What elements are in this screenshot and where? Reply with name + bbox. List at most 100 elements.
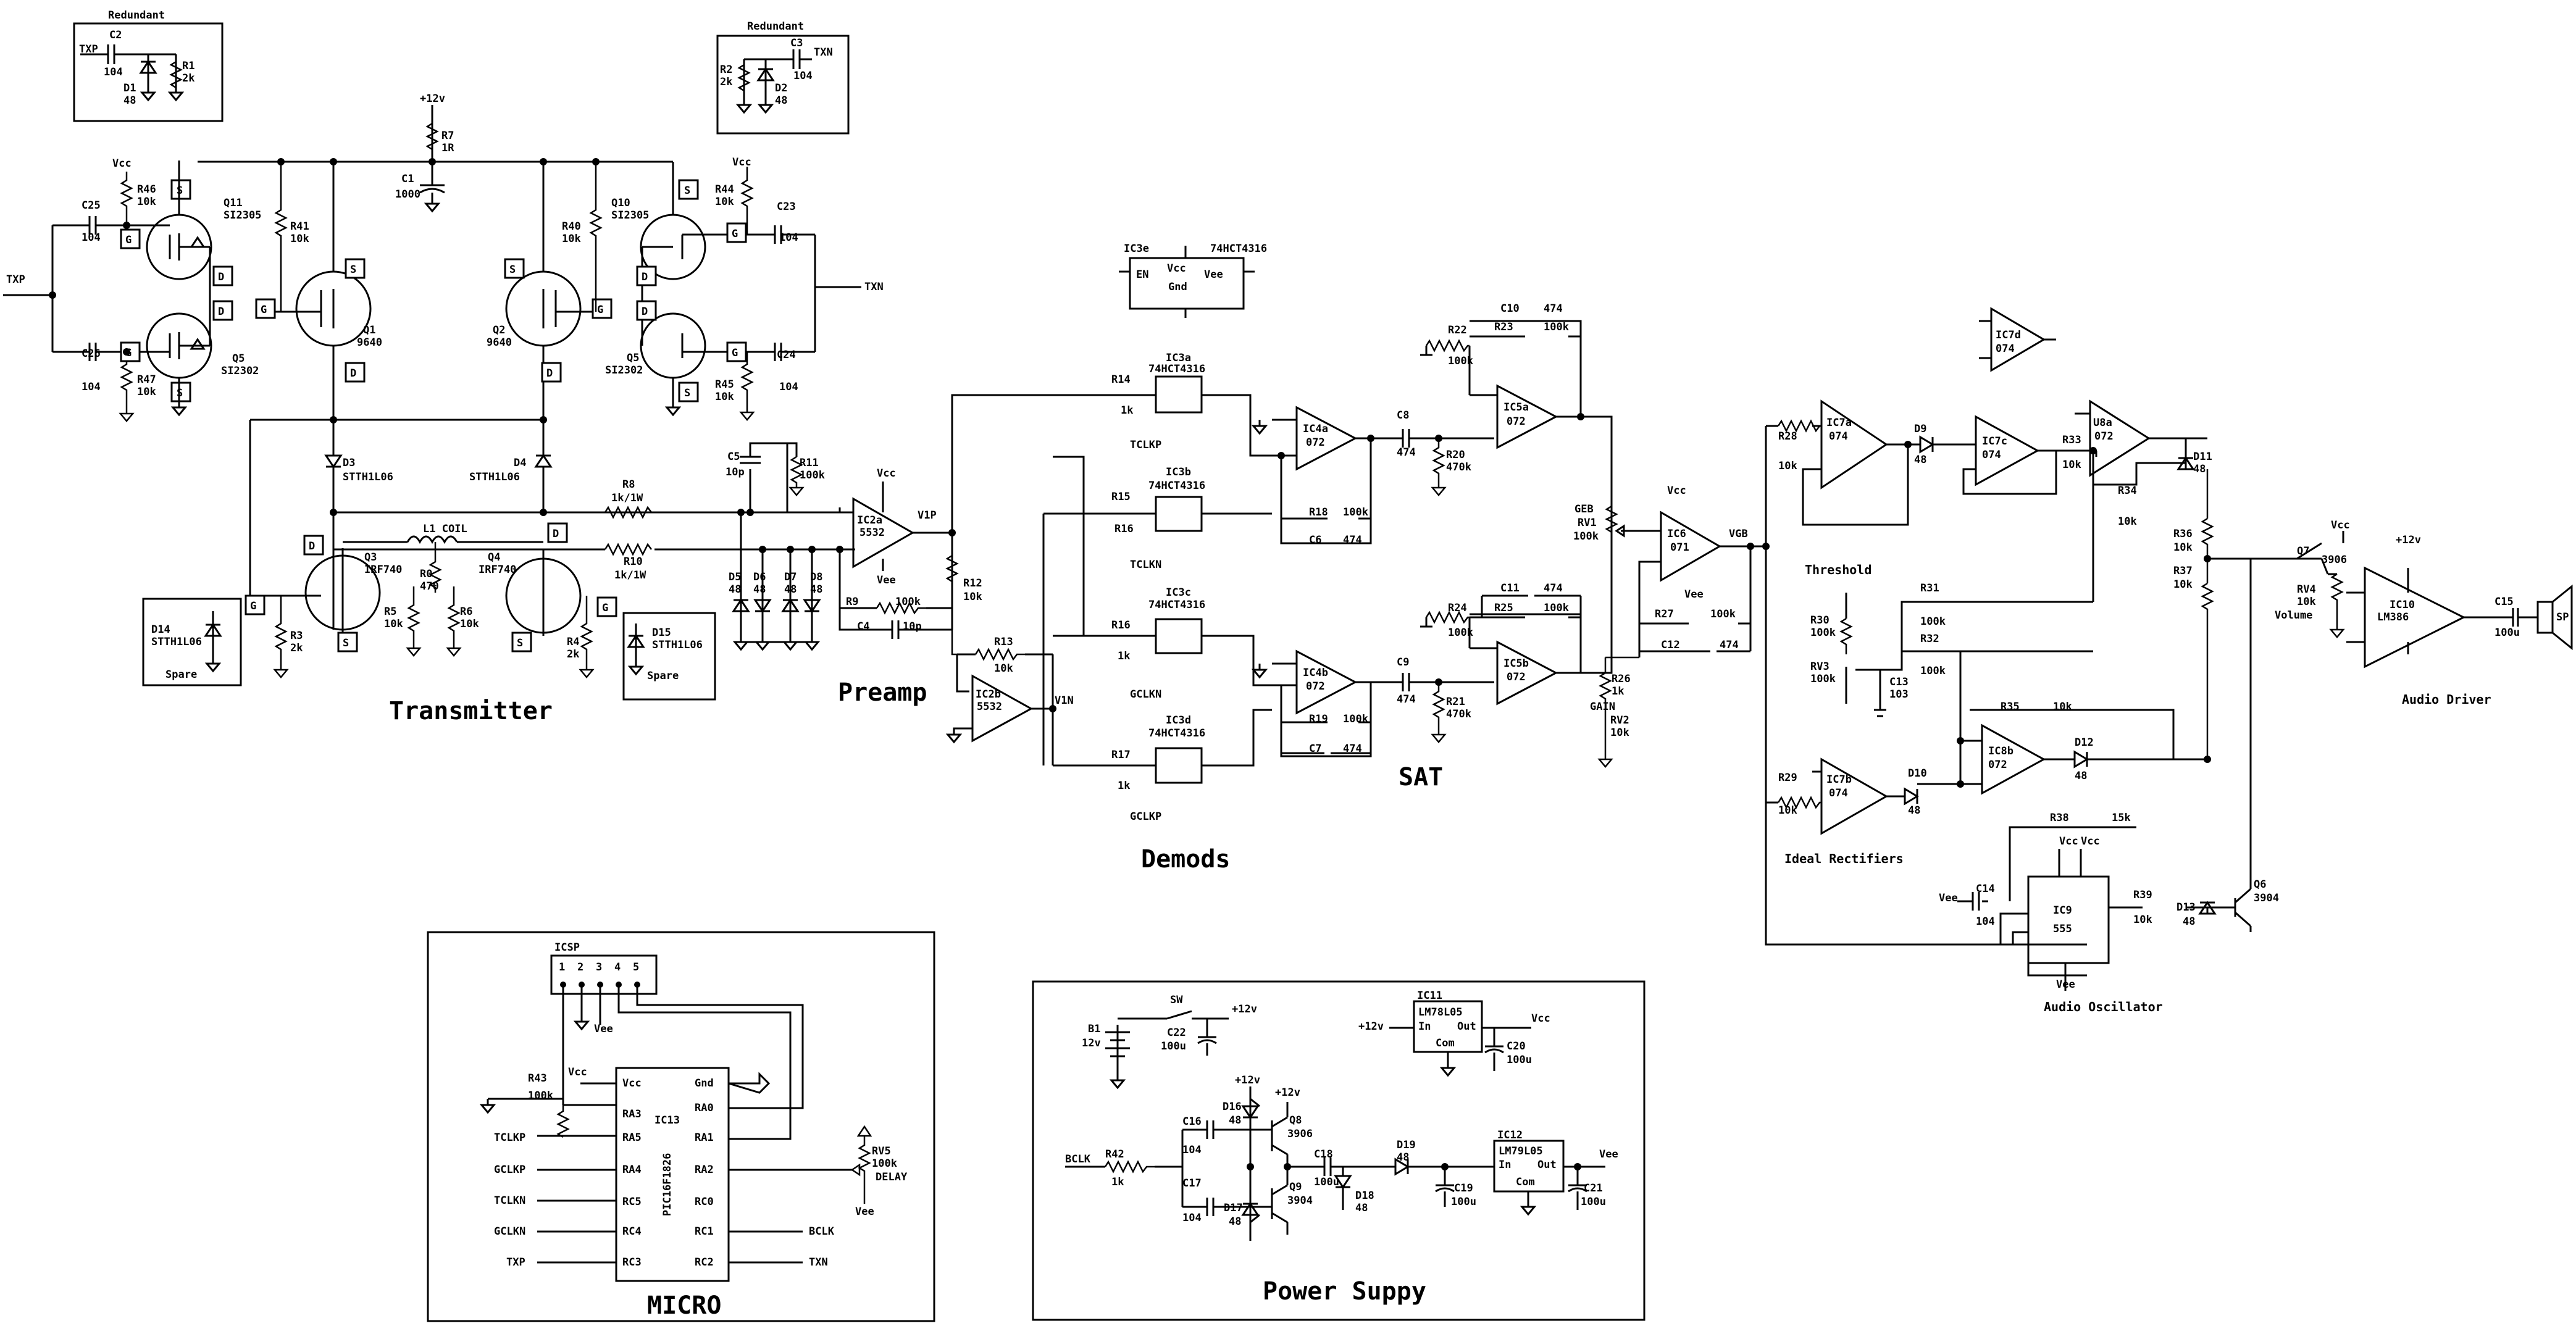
svg-text:48: 48	[1914, 454, 1926, 466]
svg-text:In: In	[1499, 1159, 1511, 1171]
svg-text:1k: 1k	[1118, 650, 1130, 662]
svg-text:PIC16F1826: PIC16F1826	[661, 1153, 674, 1216]
svg-text:D: D	[546, 367, 553, 380]
svg-text:IC7a: IC7a	[1826, 417, 1852, 429]
svg-text:15k: 15k	[2112, 812, 2131, 824]
svg-text:Vee: Vee	[594, 1023, 613, 1035]
svg-text:IC5a: IC5a	[1503, 401, 1529, 414]
svg-text:10k: 10k	[290, 233, 309, 245]
svg-text:48: 48	[2183, 915, 2195, 928]
svg-text:IC8b: IC8b	[1988, 745, 2014, 757]
svg-text:IC3e: IC3e	[1124, 243, 1149, 255]
svg-text:2k: 2k	[290, 642, 303, 654]
svg-text:IC9: IC9	[2053, 904, 2072, 917]
svg-text:Vee: Vee	[1204, 269, 1223, 281]
svg-text:074: 074	[1996, 343, 2015, 355]
svg-text:10k: 10k	[715, 391, 734, 403]
svg-text:LM79L05: LM79L05	[1499, 1145, 1543, 1157]
svg-text:Vcc: Vcc	[2059, 835, 2078, 848]
svg-text:100k: 100k	[872, 1157, 897, 1170]
svg-text:104: 104	[1182, 1212, 1202, 1224]
svg-text:100u: 100u	[1581, 1196, 1606, 1208]
svg-text:C18: C18	[1314, 1148, 1333, 1161]
svg-text:STTH1L06: STTH1L06	[343, 471, 393, 483]
svg-text:D: D	[642, 306, 648, 318]
svg-text:RA4: RA4	[622, 1164, 642, 1176]
rectifier-audio-section: R28 10k R29 10k IC7a 074 D9 48 IC7c 074 …	[1766, 309, 2572, 991]
speaker-label: SP	[2556, 611, 2569, 623]
svg-text:R36: R36	[2173, 528, 2193, 540]
svg-text:10k: 10k	[562, 233, 581, 245]
svg-text:In: In	[1418, 1020, 1431, 1033]
svg-text:100u: 100u	[1314, 1176, 1339, 1188]
svg-text:Vcc: Vcc	[732, 156, 751, 169]
svg-text:IRF740: IRF740	[479, 564, 516, 576]
svg-text:2: 2	[577, 961, 583, 974]
svg-text:R11: R11	[800, 457, 819, 469]
svg-text:R46: R46	[137, 183, 156, 196]
svg-text:Com: Com	[1516, 1176, 1535, 1188]
svg-text:Q4: Q4	[488, 551, 500, 564]
svg-text:10k: 10k	[137, 196, 156, 208]
svg-text:Vee: Vee	[1599, 1148, 1618, 1161]
svg-text:R30: R30	[1810, 614, 1830, 627]
svg-text:Vee: Vee	[1684, 588, 1704, 601]
svg-text:C8: C8	[1397, 409, 1409, 422]
svg-text:D1: D1	[123, 82, 136, 94]
svg-text:Gnd: Gnd	[1168, 281, 1187, 293]
svg-text:1k: 1k	[1118, 780, 1130, 792]
svg-text:R34: R34	[2118, 485, 2137, 497]
svg-text:072: 072	[1507, 671, 1526, 683]
svg-text:48: 48	[123, 94, 136, 107]
svg-text:R38: R38	[2050, 812, 2069, 824]
svg-text:C20: C20	[1507, 1040, 1526, 1053]
svg-text:072: 072	[2094, 430, 2114, 443]
svg-text:RC4: RC4	[622, 1225, 642, 1238]
svg-text:3906: 3906	[2322, 554, 2347, 566]
svg-text:C3: C3	[790, 37, 803, 49]
net-v1n: V1N	[1055, 694, 1074, 707]
svg-text:S: S	[517, 637, 523, 649]
svg-text:Q5: Q5	[627, 352, 639, 364]
svg-text:D3: D3	[343, 457, 355, 469]
svg-text:C19: C19	[1454, 1182, 1473, 1195]
svg-text:ICSP: ICSP	[554, 941, 580, 954]
svg-text:D14: D14	[151, 623, 170, 636]
svg-text:C1: C1	[401, 173, 414, 185]
svg-text:IC7c: IC7c	[1982, 435, 2007, 448]
svg-text:R43: R43	[528, 1072, 547, 1085]
micro-section: ICSP 1 2 3 4 5 Vee IC13 PIC16F1826 Vcc R…	[428, 932, 934, 1321]
svg-text:2k: 2k	[720, 76, 732, 88]
svg-text:R2: R2	[720, 64, 732, 76]
svg-text:10k: 10k	[1778, 804, 1797, 817]
title-demods: Demods	[1141, 845, 1231, 874]
net-geb: GEB	[1574, 503, 1594, 515]
title-audio-oscillator: Audio Oscillator	[2044, 999, 2163, 1014]
svg-text:48: 48	[2075, 770, 2087, 782]
svg-text:1k: 1k	[1111, 1176, 1124, 1188]
svg-text:R12: R12	[963, 577, 982, 590]
svg-text:Vcc: Vcc	[1167, 262, 1186, 275]
clock-tclkp: TCLKP	[1130, 439, 1161, 451]
svg-text:RA0: RA0	[695, 1102, 714, 1114]
svg-text:D9: D9	[1914, 423, 1926, 435]
svg-text:D15: D15	[652, 627, 671, 639]
svg-text:Vcc: Vcc	[2331, 519, 2350, 532]
svg-text:D11: D11	[2193, 451, 2212, 463]
svg-text:3: 3	[596, 961, 602, 974]
svg-text:SW: SW	[1170, 994, 1183, 1006]
svg-text:48: 48	[784, 583, 797, 596]
svg-text:10k: 10k	[137, 386, 156, 398]
svg-text:G: G	[732, 347, 738, 359]
svg-text:100k: 100k	[895, 596, 921, 608]
preamp-section: IC2a 5532 Vcc Vee V1P R9 100k C4 10p R12…	[840, 395, 1118, 765]
svg-text:+12v: +12v	[1235, 1074, 1260, 1086]
svg-text:100k: 100k	[1448, 627, 1473, 639]
svg-text:Q5: Q5	[232, 352, 245, 365]
svg-text:104: 104	[82, 381, 101, 393]
svg-text:R7: R7	[441, 130, 454, 142]
svg-text:Redundant: Redundant	[747, 20, 804, 33]
svg-text:IC3a: IC3a	[1166, 352, 1191, 364]
svg-text:IC10: IC10	[2390, 599, 2415, 611]
